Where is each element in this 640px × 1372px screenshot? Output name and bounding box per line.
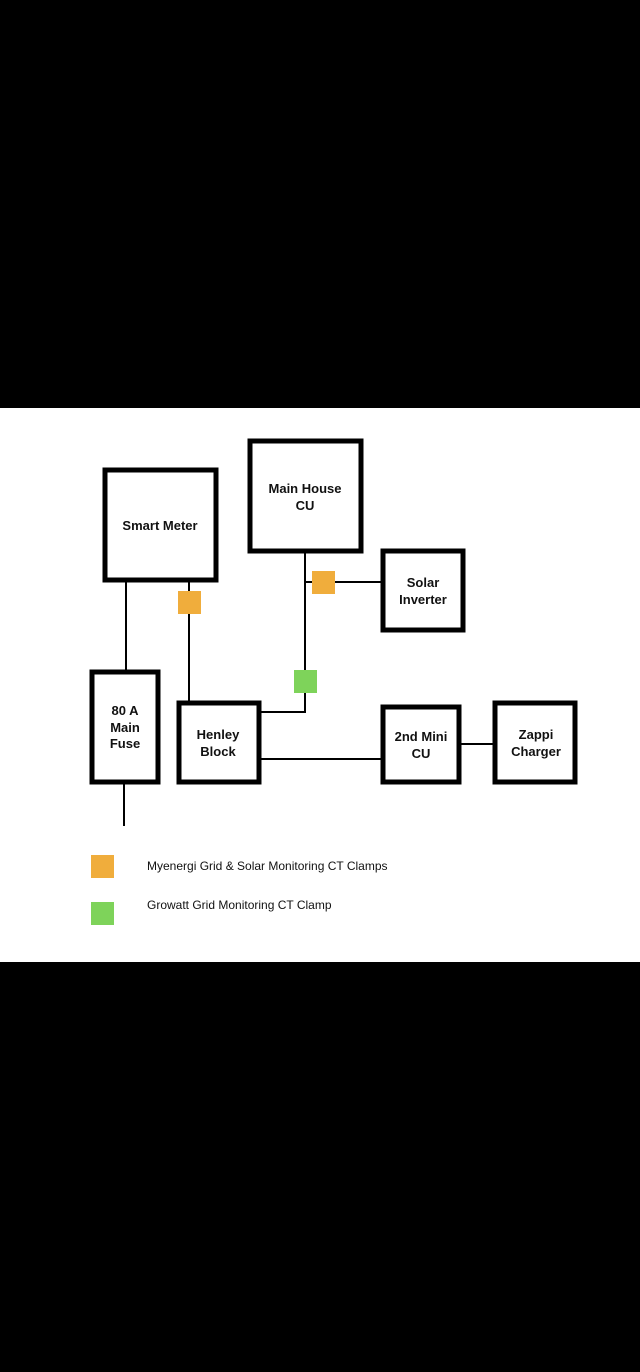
node-label: CU	[296, 498, 315, 513]
wire-henley-to-main-cu	[260, 552, 306, 713]
legend-swatch-growatt	[91, 902, 114, 925]
legend-swatch-myenergi	[91, 855, 114, 878]
node-main-fuse: 80 A Main Fuse	[89, 669, 161, 785]
node-label: Henley	[197, 727, 240, 742]
legend: Myenergi Grid & Solar Monitoring CT Clam…	[91, 855, 388, 925]
node-label: 80 A	[112, 703, 140, 718]
node-label: 2nd Mini	[395, 729, 448, 744]
node-label: Inverter	[399, 592, 447, 607]
growatt-ct-clamp-grid	[294, 670, 317, 693]
node-label: Zappi	[519, 727, 554, 742]
node-label: Main House	[269, 481, 342, 496]
node-smart-meter: Smart Meter	[102, 467, 219, 583]
node-henley-block: Henley Block	[176, 700, 262, 785]
node-zappi-charger: Zappi Charger	[492, 700, 578, 785]
node-label: Block	[200, 744, 236, 759]
node-label: Fuse	[110, 736, 140, 751]
node-main-house-cu: Main House CU	[247, 438, 364, 554]
node-label: Smart Meter	[122, 518, 197, 533]
node-label: Charger	[511, 744, 561, 759]
myenergi-ct-clamp-grid	[178, 591, 201, 614]
legend-label: Myenergi Grid & Solar Monitoring CT Clam…	[147, 859, 388, 873]
node-solar-inverter: Solar Inverter	[380, 548, 466, 633]
node-label: CU	[412, 746, 431, 761]
legend-label: Growatt Grid Monitoring CT Clamp	[147, 898, 332, 912]
node-2nd-mini-cu: 2nd Mini CU	[380, 704, 462, 785]
node-label: Solar	[407, 575, 440, 590]
myenergi-ct-clamp-solar	[312, 571, 335, 594]
node-label: Main	[110, 720, 140, 735]
